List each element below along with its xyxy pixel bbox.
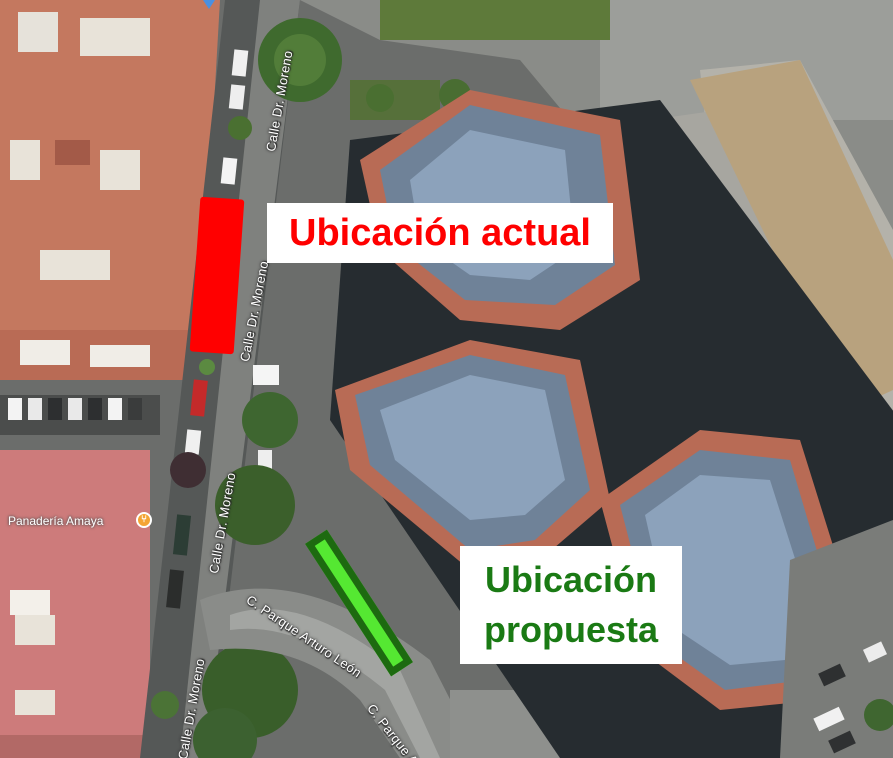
proposed-location-callout: Ubicación propuesta bbox=[460, 546, 682, 664]
current-location-callout: Ubicación actual bbox=[267, 203, 613, 263]
poi-label[interactable]: Panadería Amaya bbox=[8, 514, 104, 528]
proposed-callout-line-1: Ubicación bbox=[484, 559, 658, 600]
restaurant-pin-icon[interactable]: ⑂ bbox=[136, 512, 152, 528]
map-marker-icon[interactable] bbox=[203, 0, 215, 10]
proposed-callout-line-2: propuesta bbox=[483, 609, 659, 650]
